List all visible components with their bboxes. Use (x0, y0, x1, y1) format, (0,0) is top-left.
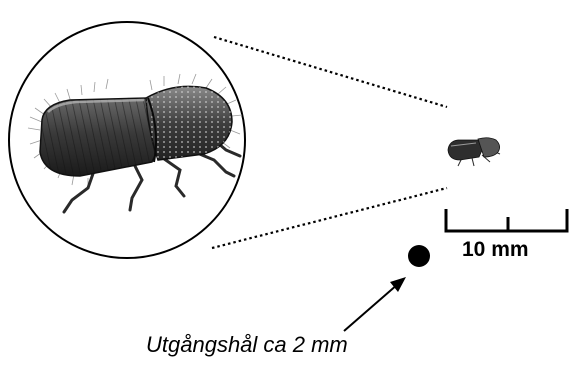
exit-hole-caption: Utgångshål ca 2 mm (146, 332, 348, 358)
bark-beetle-actual-size-icon (448, 138, 500, 166)
scale-bar-label: 10 mm (462, 238, 529, 262)
zoom-connector-bottom (212, 188, 447, 248)
scale-bar (446, 209, 567, 231)
arrow-icon (344, 277, 406, 331)
zoom-connector-top (214, 37, 447, 107)
exit-hole-dot (408, 245, 430, 267)
